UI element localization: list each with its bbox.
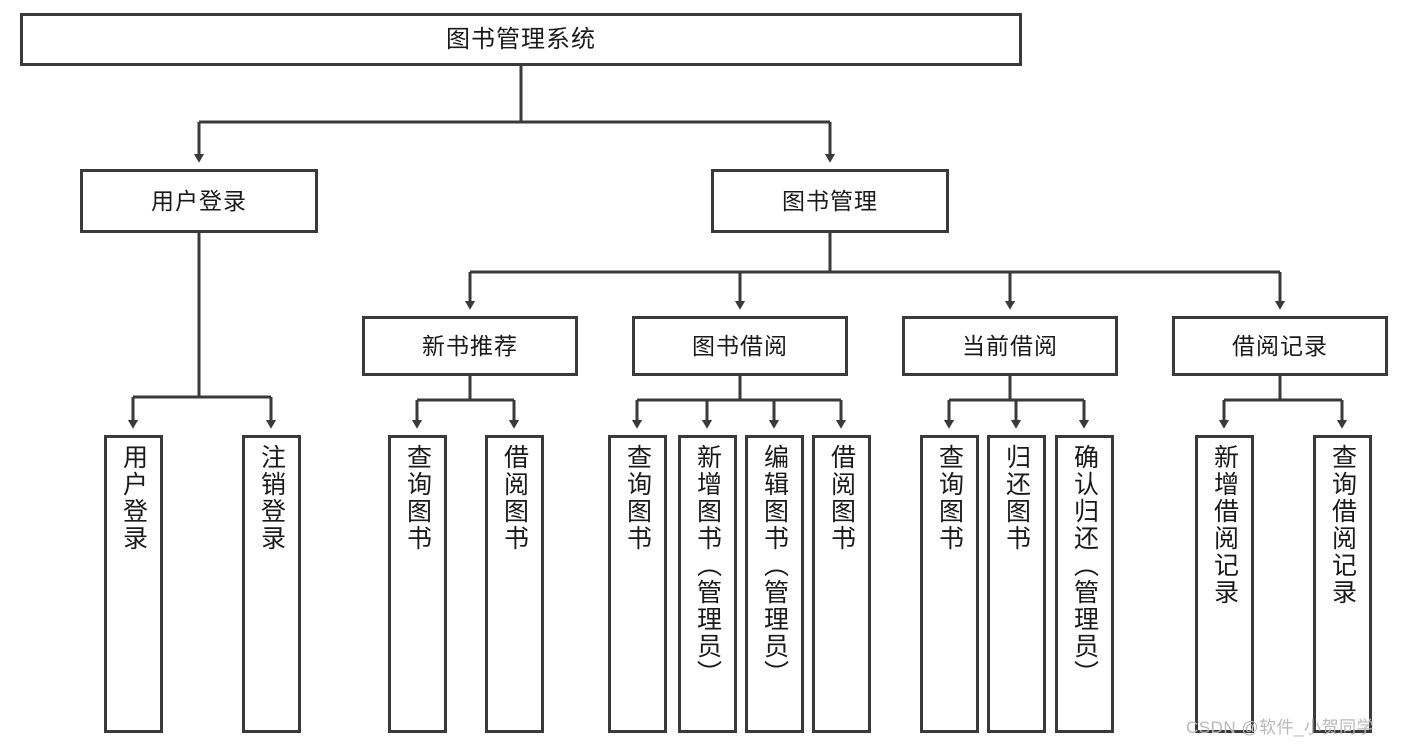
node-label: 图书管理系统 [446,25,596,53]
node-label: 注销登录 [257,444,286,552]
leaf-add-borrow-record[interactable]: 新增借阅记录 [1195,435,1254,733]
node-label: 借阅图书 [827,444,856,552]
node-root-system[interactable]: 图书管理系统 [20,13,1022,66]
node-book-management[interactable]: 图书管理 [711,169,949,233]
leaf-query-borrow-record[interactable]: 查询借阅记录 [1313,435,1372,733]
node-label: 归还图书 [1002,444,1031,552]
leaf-confirm-return[interactable]: 确认归还（管理员） [1055,435,1114,733]
leaf-user-login[interactable]: 用户登录 [104,435,163,733]
node-borrow-record[interactable]: 借阅记录 [1172,316,1388,376]
leaf-borrow-book-1[interactable]: 借阅图书 [485,435,544,733]
node-user-login[interactable]: 用户登录 [80,169,318,233]
node-label: 编辑图书（管理员） [760,444,789,687]
leaf-edit-book[interactable]: 编辑图书（管理员） [745,435,804,733]
node-label: 用户登录 [119,444,148,552]
node-label: 借阅记录 [1232,332,1328,359]
node-label: 用户登录 [151,187,247,214]
node-label: 查询图书 [623,444,652,552]
leaf-query-book-3[interactable]: 查询图书 [920,435,979,733]
node-label: 查询图书 [403,444,432,552]
node-label: 借阅图书 [500,444,529,552]
node-book-borrow[interactable]: 图书借阅 [632,316,848,376]
node-label: 查询图书 [935,444,964,552]
node-label: 图书借阅 [692,332,788,359]
node-label: 新增图书（管理员） [693,444,722,687]
node-label: 查询借阅记录 [1328,444,1357,606]
node-new-book-recommend[interactable]: 新书推荐 [362,316,578,376]
node-label: 当前借阅 [962,332,1058,359]
node-label: 图书管理 [782,187,878,214]
leaf-borrow-book-2[interactable]: 借阅图书 [812,435,871,733]
leaf-query-book-1[interactable]: 查询图书 [388,435,447,733]
leaf-add-book[interactable]: 新增图书（管理员） [678,435,737,733]
node-label: 新书推荐 [422,332,518,359]
node-label: 新增借阅记录 [1210,444,1239,606]
node-label: 确认归还（管理员） [1070,444,1099,687]
leaf-logout[interactable]: 注销登录 [242,435,301,733]
node-current-borrow[interactable]: 当前借阅 [902,316,1118,376]
leaf-query-book-2[interactable]: 查询图书 [608,435,667,733]
leaf-return-book[interactable]: 归还图书 [987,435,1046,733]
